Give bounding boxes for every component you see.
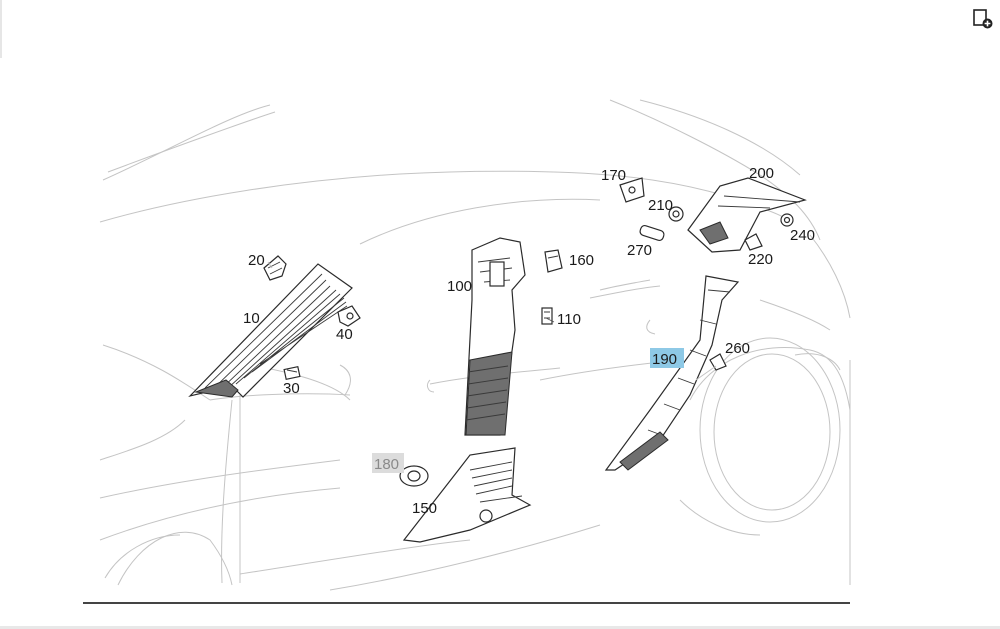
callout-10[interactable]: 10	[243, 310, 260, 327]
left-panel-edge	[0, 0, 2, 58]
callout-270[interactable]: 270	[627, 242, 652, 259]
callout-240[interactable]: 240	[790, 227, 815, 244]
add-document-button[interactable]	[972, 8, 994, 30]
diagram-bottom-rule	[83, 602, 850, 604]
callout-190-highlight	[650, 348, 684, 368]
callout-260[interactable]: 260	[725, 340, 750, 357]
callout-20[interactable]: 20	[248, 252, 265, 269]
callout-160[interactable]: 160	[569, 252, 594, 269]
part-200-c-pillar-upper-trim[interactable]	[687, 177, 807, 253]
part-100-b-pillar-trim[interactable]	[464, 237, 526, 436]
callout-30[interactable]: 30	[283, 380, 300, 397]
callout-180-highlight	[372, 453, 404, 473]
part-40-clip[interactable]	[337, 305, 361, 327]
callout-110[interactable]: 110	[557, 311, 581, 328]
part-240-clip[interactable]	[780, 213, 794, 227]
part-110-clip[interactable]	[541, 307, 553, 325]
part-270-cap[interactable]	[639, 224, 665, 242]
callout-150[interactable]: 150	[412, 500, 437, 517]
callout-180[interactable]: 180	[374, 456, 399, 473]
callout-200[interactable]: 200	[749, 165, 774, 182]
callout-100[interactable]: 100	[447, 278, 472, 295]
footer-bar	[0, 626, 1000, 629]
part-30-clip[interactable]	[283, 365, 301, 381]
leader-lines	[267, 261, 555, 323]
callout-170[interactable]: 170	[601, 167, 626, 184]
part-260-clip[interactable]	[695, 353, 727, 381]
part-10-a-pillar-trim[interactable]	[188, 263, 353, 398]
part-170-bracket[interactable]	[619, 177, 645, 203]
callout-40[interactable]: 40	[336, 326, 353, 343]
part-20-clip[interactable]	[263, 255, 287, 281]
part-190-c-pillar-trim[interactable]	[604, 275, 740, 471]
callout-220[interactable]: 220	[748, 251, 773, 268]
callout-190[interactable]: 190	[652, 351, 677, 368]
part-160-clip[interactable]	[544, 249, 563, 273]
part-210-clip[interactable]	[668, 206, 684, 222]
callout-210[interactable]: 210	[648, 197, 673, 214]
part-180-grommet[interactable]	[399, 465, 429, 487]
part-150-sill-trim[interactable]	[402, 447, 532, 543]
document-add-icon	[973, 9, 993, 29]
part-220-clip[interactable]	[744, 233, 763, 251]
